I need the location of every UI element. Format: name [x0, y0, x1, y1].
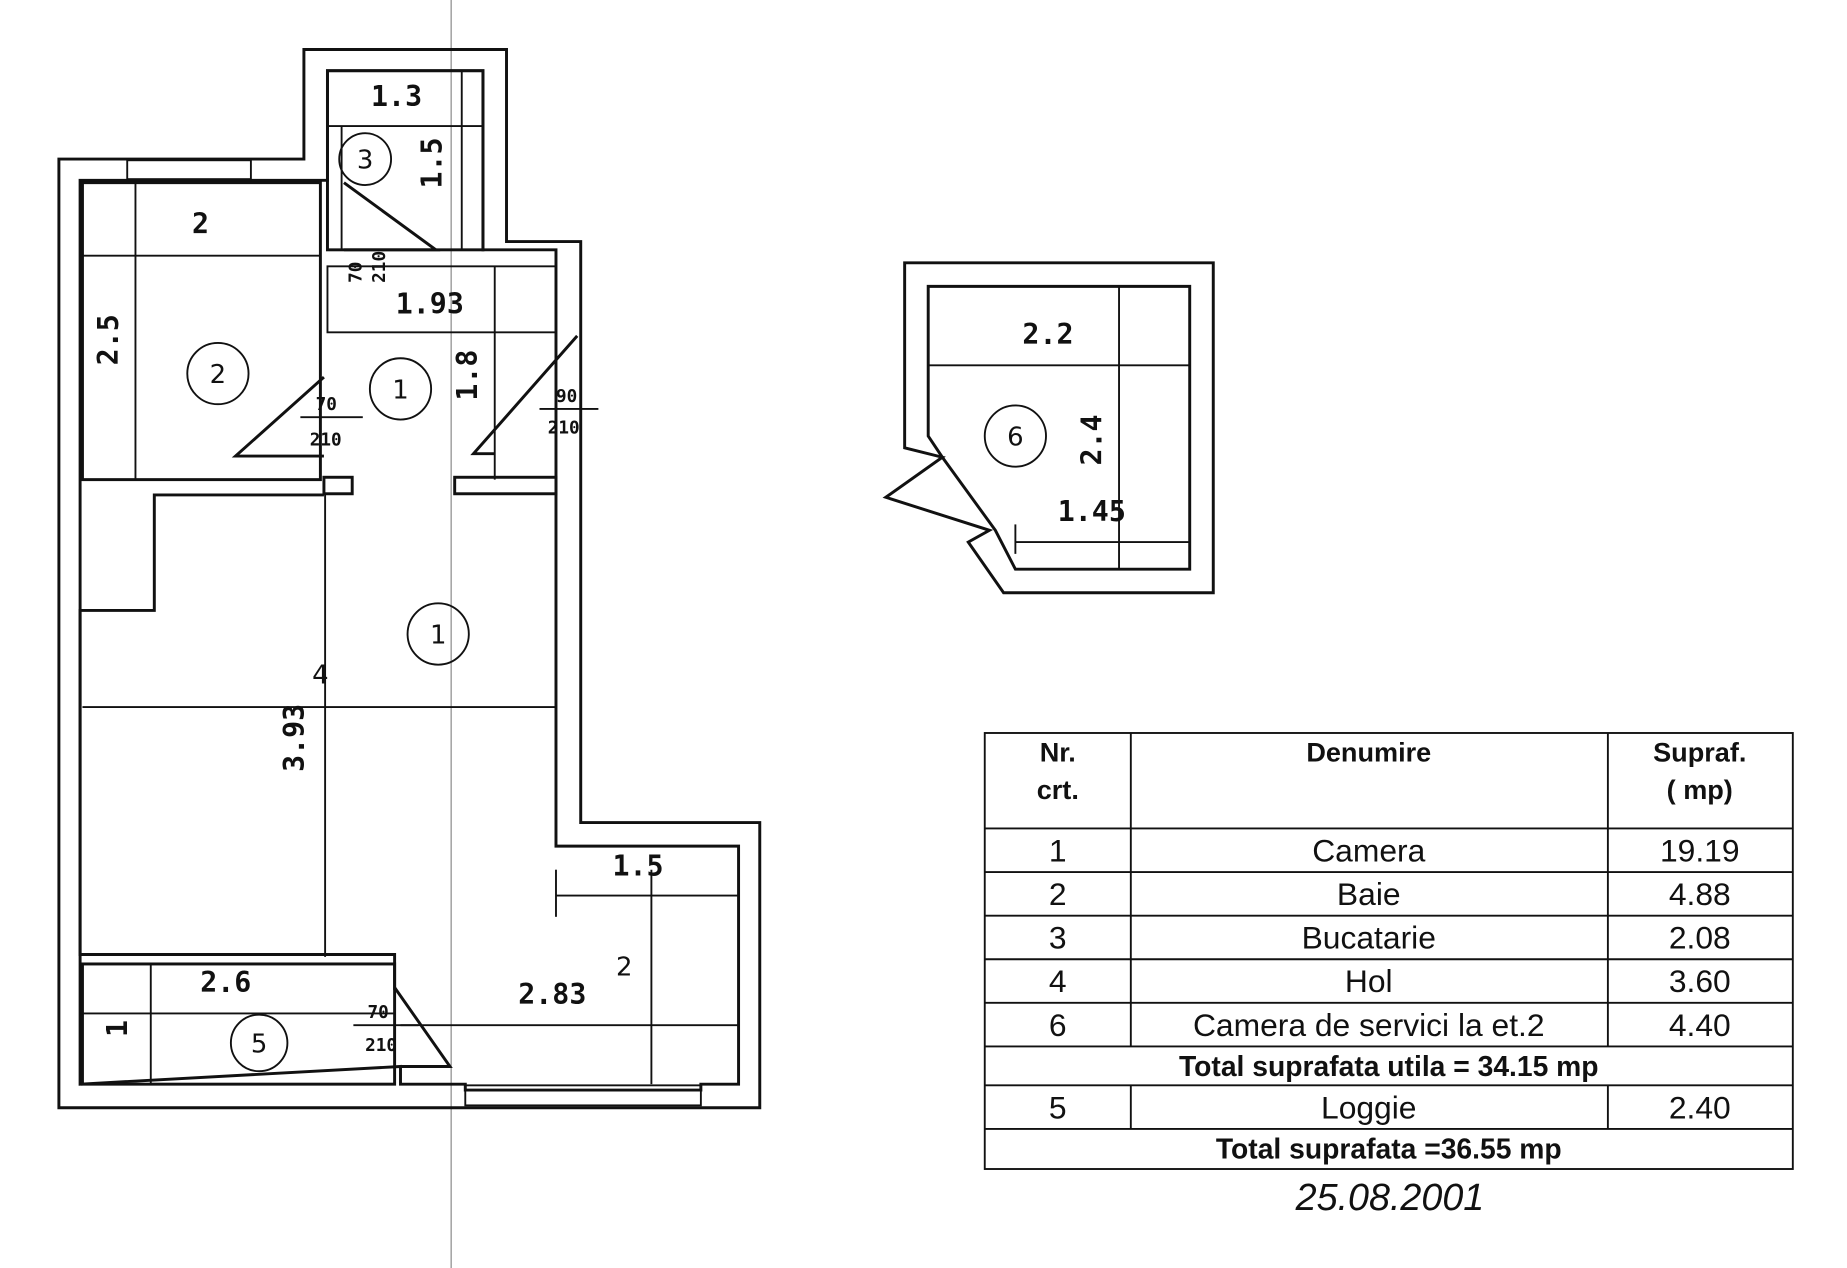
- svg-text:2.40: 2.40: [1669, 1089, 1731, 1125]
- svg-text:3.93: 3.93: [278, 704, 311, 772]
- svg-text:2.83: 2.83: [518, 978, 586, 1011]
- svg-text:2.08: 2.08: [1669, 920, 1731, 956]
- table-row: 4 Hol 3.60: [1049, 963, 1731, 999]
- room-label-1-hall: 1: [392, 375, 408, 405]
- door-swing-kitchen: [343, 181, 441, 252]
- svg-text:Camera: Camera: [1312, 832, 1425, 868]
- svg-text:1.3: 1.3: [371, 80, 422, 113]
- table-row: 3 Bucatarie 2.08: [1049, 920, 1731, 956]
- svg-text:Hol: Hol: [1345, 963, 1393, 999]
- dimension-labels: 1.3 1.5 2 2.5 1.93 1.8 3.93 4 1.5 2.83 2…: [92, 80, 1126, 1037]
- svg-text:Baie: Baie: [1337, 876, 1401, 912]
- bathroom-walls: [80, 181, 322, 482]
- svg-text:2: 2: [1049, 876, 1067, 912]
- service-room-plan: [882, 261, 1215, 595]
- outer-wall: [57, 48, 762, 1110]
- room-label-2: 2: [210, 360, 226, 390]
- svg-text:1.5: 1.5: [416, 137, 449, 188]
- svg-text:4.40: 4.40: [1669, 1007, 1731, 1043]
- total-useful-area: Total suprafata utila = 34.15 mp: [1179, 1050, 1599, 1082]
- table-row: 1 Camera 19.19: [1049, 832, 1740, 868]
- total-area: Total suprafata =36.55 mp: [1216, 1132, 1562, 1164]
- svg-text:6: 6: [1049, 1007, 1067, 1043]
- svg-text:2.5: 2.5: [92, 314, 125, 365]
- table-row: 5 Loggie 2.40: [1049, 1089, 1731, 1125]
- svg-text:2: 2: [192, 207, 209, 240]
- svg-text:19.19: 19.19: [1660, 832, 1740, 868]
- svg-text:Camera de servici la et.2: Camera de servici la et.2: [1193, 1007, 1545, 1043]
- window-top: [126, 159, 252, 181]
- room-label-3: 3: [357, 146, 373, 176]
- svg-text:3.60: 3.60: [1669, 963, 1731, 999]
- header-supraf: Supraf.: [1653, 736, 1746, 767]
- svg-text:1.45: 1.45: [1058, 495, 1126, 528]
- svg-text:1.93: 1.93: [396, 287, 464, 320]
- svg-text:90: 90: [556, 387, 577, 407]
- hall-walls: [326, 265, 557, 334]
- window-bottom: [464, 1084, 702, 1107]
- svg-text:5: 5: [1049, 1089, 1067, 1125]
- svg-text:2.4: 2.4: [1075, 414, 1108, 465]
- header-nr: Nr.: [1040, 736, 1076, 767]
- room-label-6: 6: [1007, 422, 1023, 452]
- inner-wall: [78, 69, 741, 1092]
- svg-text:1.5: 1.5: [613, 850, 664, 883]
- svg-text:Loggie: Loggie: [1321, 1089, 1416, 1125]
- svg-text:210: 210: [365, 1036, 397, 1056]
- table-row: 2 Baie 4.88: [1049, 876, 1731, 912]
- svg-text:70: 70: [347, 262, 367, 283]
- room-label-5: 5: [251, 1029, 267, 1059]
- svg-text:1: 1: [101, 1020, 134, 1037]
- svg-text:4.88: 4.88: [1669, 876, 1731, 912]
- svg-text:70: 70: [368, 1003, 389, 1023]
- svg-text:1: 1: [1049, 832, 1067, 868]
- table-row: 6 Camera de servici la et.2 4.40: [1049, 1007, 1731, 1043]
- svg-text:Bucatarie: Bucatarie: [1302, 920, 1436, 956]
- room-labels: 3 2 1 1 5 6: [186, 132, 1047, 1073]
- door-swing-loggia: [393, 986, 453, 1068]
- svg-text:2.2: 2.2: [1022, 318, 1073, 351]
- door-swing-entry: [470, 334, 579, 456]
- header-crt: crt.: [1037, 774, 1079, 805]
- header-mp: ( mp): [1667, 774, 1733, 805]
- room-walls: [78, 493, 397, 990]
- svg-text:210: 210: [310, 430, 342, 450]
- svg-text:4: 4: [1049, 963, 1067, 999]
- room-label-1: 1: [430, 620, 446, 650]
- plan-date: 25.08.2001: [1295, 1176, 1485, 1218]
- svg-text:4: 4: [312, 660, 328, 690]
- header-denumire: Denumire: [1306, 736, 1431, 767]
- svg-text:210: 210: [370, 251, 390, 283]
- area-table: Nr. crt. Denumire Supraf. ( mp) 1 Camera…: [983, 732, 1794, 1170]
- svg-text:70: 70: [316, 395, 337, 415]
- svg-text:2.6: 2.6: [200, 966, 251, 999]
- loggia-walls: [80, 962, 397, 1086]
- svg-text:210: 210: [548, 419, 580, 439]
- door-swing-bath: [231, 376, 325, 458]
- svg-text:1.8: 1.8: [451, 350, 484, 401]
- main-apartment-plan: [57, 48, 762, 1110]
- svg-text:2: 2: [616, 953, 632, 983]
- svg-text:3: 3: [1049, 920, 1067, 956]
